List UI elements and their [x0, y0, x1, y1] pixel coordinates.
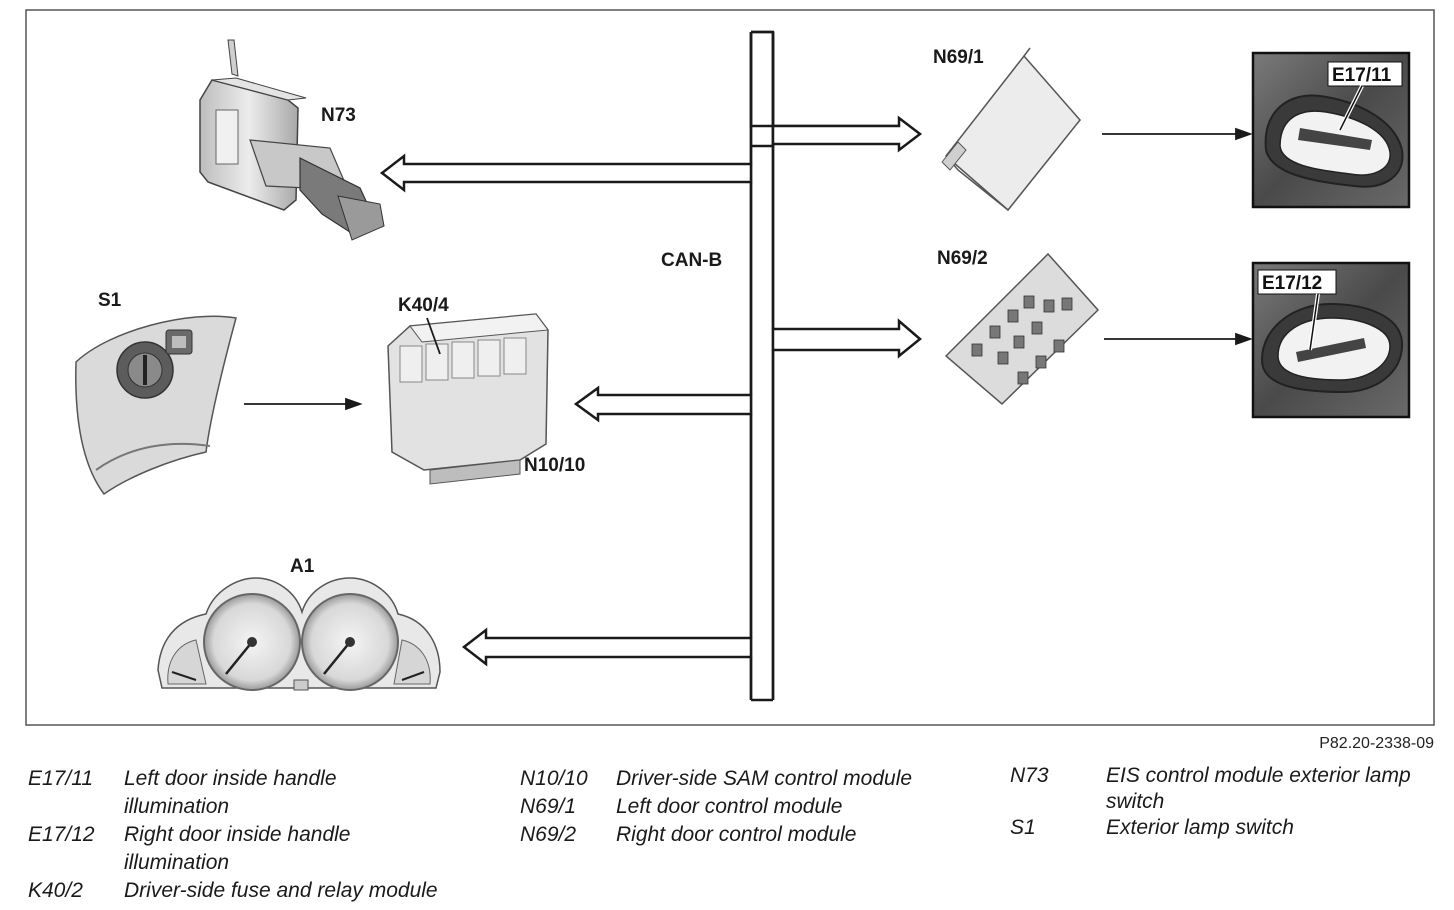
legend-item: N73 EIS control module exterior lamp swi… — [1010, 763, 1440, 815]
diagram-frame — [25, 9, 1435, 726]
legend-desc: Right door inside handle illumination — [124, 823, 351, 874]
legend-code: N69/2 — [520, 823, 577, 846]
label-e17-12: E17/12 — [1262, 273, 1322, 294]
n73-component — [199, 39, 385, 241]
e17-12-photo — [1251, 261, 1411, 419]
legend-desc: EIS control module exterior lamp switch — [1106, 764, 1411, 813]
legend-item: S1 Exterior lamp switch — [1010, 815, 1440, 841]
legend-desc: Driver-side fuse and relay module — [124, 879, 438, 902]
legend-code: N69/1 — [520, 795, 577, 818]
branch-n10-10 — [573, 385, 753, 423]
e17-11-photo — [1251, 51, 1411, 209]
legend-item: N69/2 Right door control module — [520, 821, 960, 849]
legend-desc: Left door control module — [616, 795, 843, 818]
label-k40-4: K40/4 — [398, 295, 449, 316]
legend-desc: Right door control module — [616, 823, 857, 846]
s1-component — [75, 315, 237, 496]
arrow-n69-2-to-e17-12 — [1104, 332, 1253, 346]
label-can-b: CAN-B — [661, 250, 722, 271]
branch-a1 — [461, 627, 753, 667]
legend-item: N69/1 Left door control module — [520, 793, 960, 821]
label-n10-10: N10/10 — [524, 455, 585, 476]
legend-item: K40/2 Driver-side fuse and relay module — [28, 877, 474, 905]
legend-desc: Driver-side SAM control module — [616, 767, 913, 790]
legend-item: E17/11 Left door inside handle illuminat… — [28, 765, 374, 821]
legend-code: S1 — [1010, 816, 1036, 839]
legend-column-3: N73 EIS control module exterior lamp swi… — [1010, 763, 1440, 841]
legend-code: N73 — [1010, 764, 1049, 787]
arrow-s1-to-k40 — [244, 397, 363, 411]
legend-code: E17/11 — [28, 767, 93, 790]
can-b-diagram: N73 S1 K40/4 N10/10 — [25, 9, 1435, 726]
legend-code: E17/12 — [28, 823, 95, 846]
a1-component — [157, 577, 441, 691]
legend-column-1: E17/11 Left door inside handle illuminat… — [28, 765, 488, 905]
legend-desc: Exterior lamp switch — [1106, 816, 1294, 839]
n69-1-component — [941, 47, 1081, 212]
legend-column-2: N10/10 Driver-side SAM control module N6… — [520, 765, 960, 849]
k40-n10-component — [387, 313, 549, 485]
label-n73: N73 — [321, 105, 356, 126]
branch-n69-2 — [771, 318, 922, 359]
label-s1: S1 — [98, 290, 122, 311]
branch-n69-1 — [771, 115, 923, 153]
legend-code: K40/2 — [28, 879, 83, 902]
branch-n73 — [379, 153, 753, 193]
legend-item: N10/10 Driver-side SAM control module — [520, 765, 960, 793]
label-e17-11: E17/11 — [1332, 65, 1392, 86]
label-n69-1: N69/1 — [933, 47, 984, 68]
legend-code: N10/10 — [520, 767, 588, 790]
arrow-n69-1-to-e17-11 — [1102, 127, 1253, 141]
legend-desc: Left door inside handle illumination — [124, 767, 337, 818]
legend-item: E17/12 Right door inside handle illumina… — [28, 821, 384, 877]
label-n69-2: N69/2 — [937, 248, 988, 269]
n69-2-component — [944, 252, 1100, 406]
figure-reference: P82.20-2338-09 — [1319, 735, 1434, 752]
label-a1: A1 — [290, 556, 315, 577]
